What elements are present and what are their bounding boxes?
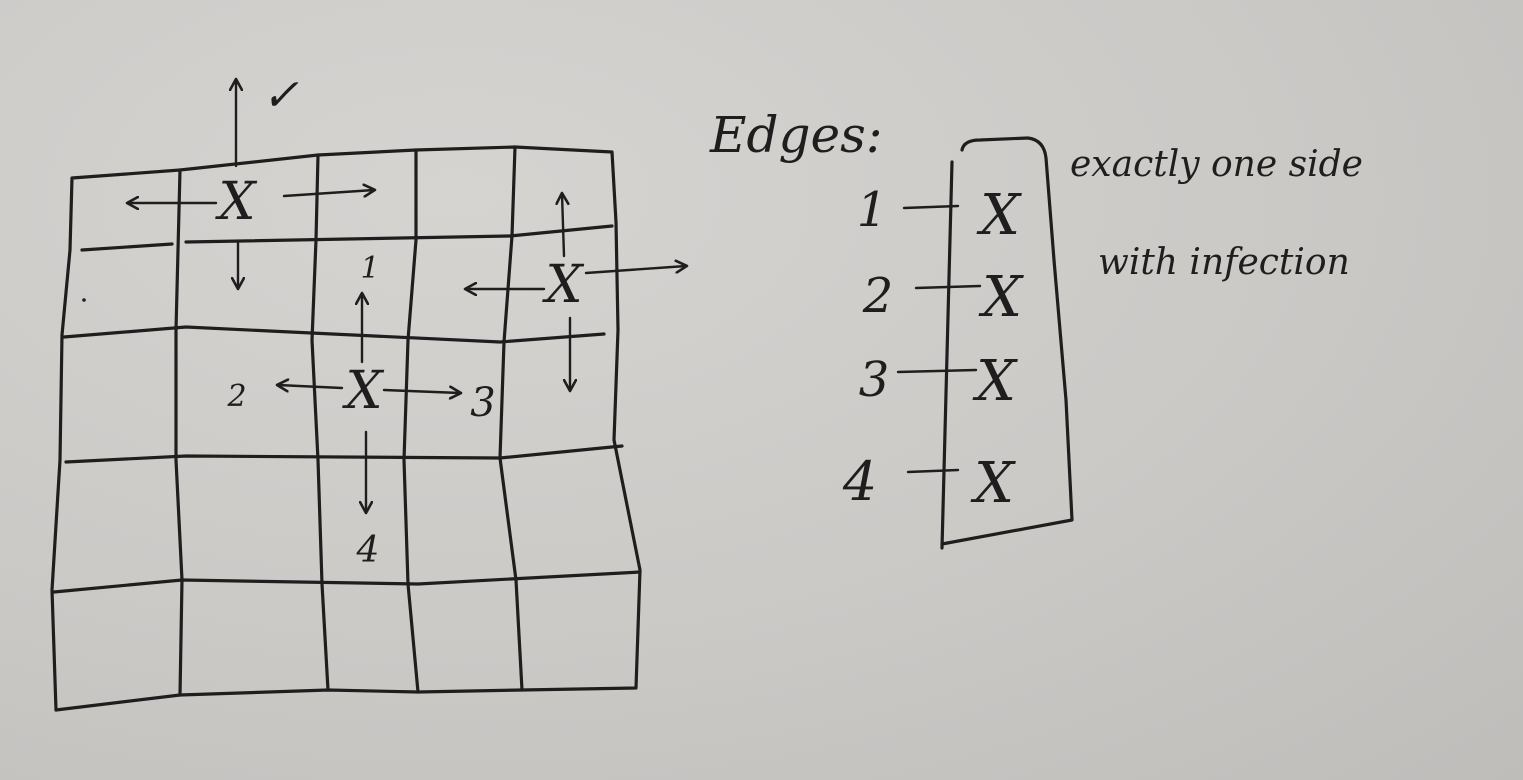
label-right: 3 — [470, 380, 495, 426]
label-down: 4 — [356, 530, 380, 571]
infected-mark-center: X — [341, 361, 384, 421]
infected-mark-edge: X — [541, 255, 584, 315]
infected-cell-top: X ✓ — [128, 70, 374, 288]
edge-tick — [902, 204, 960, 210]
edge-row-2: 2 X — [862, 265, 1024, 330]
arrow-left-center — [278, 385, 344, 388]
check-mark: ✓ — [262, 70, 299, 121]
grid-vline-3 — [402, 148, 420, 694]
infected-cell-center: X 1 2 3 4 — [226, 251, 495, 571]
edges-section: Edges: 1 X 2 X 3 X 4 X exactly one side … — [709, 106, 1363, 550]
grid-vline-4 — [498, 145, 524, 692]
edge-tick — [896, 368, 978, 374]
grid-hline-1 — [80, 242, 174, 252]
edge-number: 4 — [842, 450, 877, 513]
grid — [50, 145, 642, 712]
grid-border — [50, 145, 642, 712]
edges-box — [940, 136, 1074, 546]
grid-hline-1b — [184, 224, 614, 244]
infected-mark-top: X — [214, 172, 257, 232]
grid-hline-3 — [64, 444, 624, 464]
edge-row-3: 3 X — [859, 349, 1018, 414]
edge-mark: X — [978, 265, 1024, 330]
grid-hline-4 — [52, 570, 642, 594]
edge-mark: X — [972, 349, 1018, 414]
label-left: 2 — [226, 379, 246, 414]
arrow-right-top — [282, 190, 374, 196]
label-up: 1 — [360, 251, 379, 286]
grid-vline-1 — [174, 168, 184, 697]
note-line-1: exactly one side — [1070, 144, 1363, 185]
edge-number: 2 — [862, 268, 894, 324]
edges-axis — [940, 160, 954, 550]
edge-mark: X — [970, 451, 1016, 516]
edge-row-1: 1 X — [857, 182, 1022, 248]
grid-vline-2 — [310, 153, 330, 692]
note-line-2: with infection — [1098, 242, 1350, 283]
edge-tick — [906, 468, 960, 474]
edges-title: Edges: — [709, 106, 883, 164]
edge-number: 3 — [859, 352, 890, 408]
edge-mark: X — [976, 183, 1022, 248]
arrow-up-edge — [562, 194, 564, 258]
edge-tick — [914, 284, 982, 290]
arrow-right-edge — [584, 266, 686, 275]
arrow-right-center — [382, 390, 460, 393]
edge-row-4: 4 X — [842, 450, 1016, 516]
ink-dot — [82, 298, 86, 302]
grid-hline-2 — [62, 325, 606, 344]
infected-cell-edge: X — [466, 194, 686, 390]
edge-number: 1 — [857, 182, 888, 238]
